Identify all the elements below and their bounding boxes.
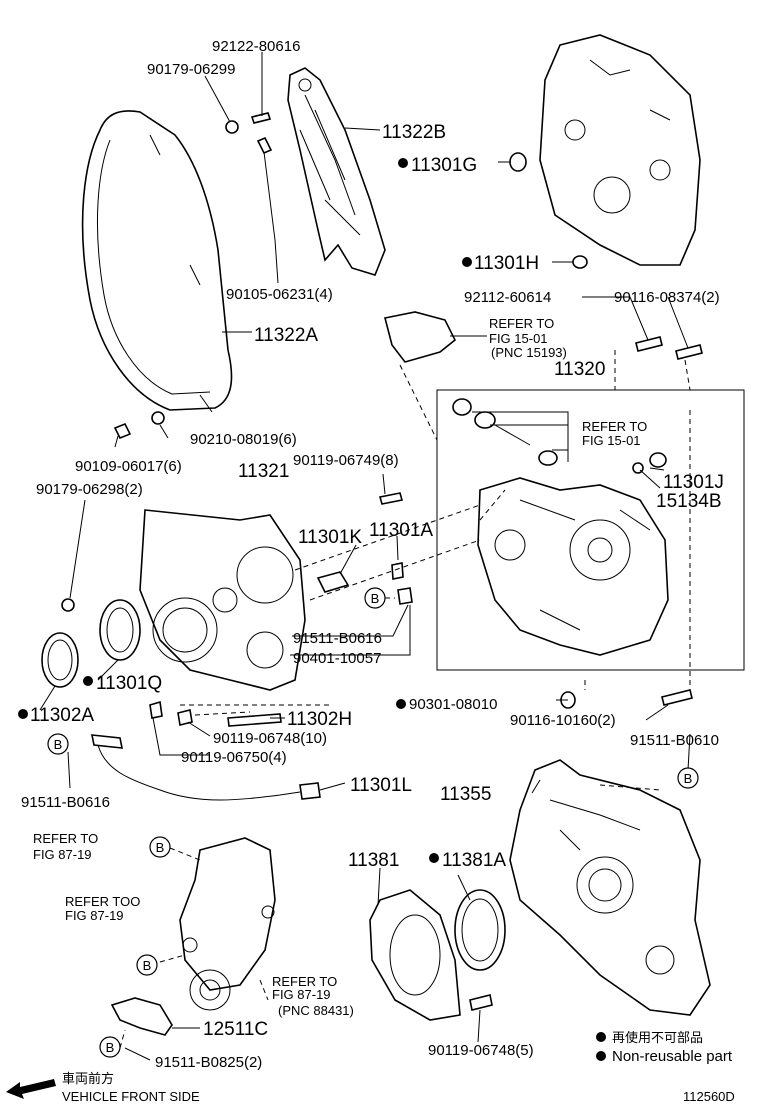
label-90116-08374[interactable]: 90116-08374(2)	[614, 289, 720, 306]
label-91511-b0610[interactable]: 91511-B0610	[630, 732, 719, 749]
refer-15-01-a-line3: (PNC 15193)	[491, 345, 567, 360]
label-11301q[interactable]: 11301Q	[96, 673, 162, 694]
label-91511-b0616-a[interactable]: 91511-B0616	[293, 630, 382, 647]
refer-87-19-c-line3: (PNC 88431)	[278, 1003, 354, 1018]
front-label-japanese: 車両前方	[62, 1071, 114, 1086]
rear-plate-11355-drawing	[509, 759, 711, 1016]
tensioner-bracket-drawing	[179, 837, 276, 1011]
refer-87-19-b-line2[interactable]: FIG 87-19	[65, 908, 124, 923]
fastener-drawings	[61, 112, 703, 1011]
vehicle-front-indicator: 車両前方 VEHICLE FRONT SIDE	[6, 1071, 200, 1104]
label-92112-60614[interactable]: 92112-60614	[464, 289, 551, 306]
front-label-english: VEHICLE FRONT SIDE	[62, 1089, 200, 1104]
o-ring-11301g-drawing	[509, 152, 527, 172]
label-11301j[interactable]: 11301J	[663, 472, 724, 493]
front-arrow-icon	[6, 1079, 56, 1099]
label-11320[interactable]: 11320	[554, 359, 605, 380]
label-11302h[interactable]: 11302H	[287, 709, 352, 730]
refer-87-19-b-line1: REFER TOO	[65, 894, 140, 909]
label-90179-06299[interactable]: 90179-06299	[147, 61, 235, 78]
refer-87-19-a-line2[interactable]: FIG 87-19	[33, 847, 92, 862]
o-ring-11301h-drawing	[572, 255, 588, 269]
refer-15-01-b-line1: REFER TO	[582, 419, 647, 434]
oil-seal-11381a-drawing	[454, 889, 506, 971]
label-11322b[interactable]: 11322B	[382, 122, 446, 143]
label-90119-06750[interactable]: 90119-06750(4)	[181, 749, 287, 766]
label-11301k[interactable]: 11301K	[298, 527, 362, 548]
label-11322a[interactable]: 11322A	[254, 325, 318, 346]
timing-case-11321-drawing	[139, 509, 306, 691]
label-91511-b0616-b[interactable]: 91511-B0616	[21, 794, 110, 811]
label-90119-06748-10[interactable]: 90119-06748(10)	[213, 730, 327, 747]
refer-87-19-c-line2[interactable]: FIG 87-19	[272, 987, 331, 1002]
label-90179-06298[interactable]: 90179-06298(2)	[36, 481, 143, 498]
chain-guide-11322b-drawing	[287, 67, 386, 276]
callout-b-2: B	[54, 737, 63, 752]
label-11301l[interactable]: 11301L	[350, 775, 412, 796]
label-90116-10160[interactable]: 90116-10160(2)	[510, 712, 616, 729]
callout-b-4: B	[156, 840, 165, 855]
oil-seal-11302a-drawing	[41, 632, 79, 688]
seal-retainer-11381-drawing	[369, 889, 461, 1021]
non-reusable-markers	[18, 158, 606, 1061]
label-90119-06749[interactable]: 90119-06749(8)	[293, 452, 399, 469]
bracket-12511c-drawing	[110, 997, 173, 1036]
harness-11301l-drawing	[91, 734, 321, 801]
label-90105-06231[interactable]: 90105-06231(4)	[226, 286, 333, 303]
label-91511-b0825[interactable]: 91511-B0825(2)	[155, 1054, 262, 1071]
timing-cover-11322a-drawing	[81, 110, 233, 413]
oil-pump-11320-drawing	[436, 389, 745, 671]
label-92122-80616[interactable]: 92122-80616	[212, 38, 300, 55]
legend-english: Non-reusable part	[612, 1048, 733, 1065]
relief-part-drawing	[384, 311, 457, 363]
legend-japanese: 再使用不可部品	[612, 1030, 703, 1045]
refer-87-19-c-line1: REFER TO	[272, 974, 337, 989]
engine-block-drawing	[539, 34, 701, 266]
label-11355[interactable]: 11355	[440, 784, 491, 805]
refer-15-01-a-line2[interactable]: FIG 15-01	[489, 331, 548, 346]
label-15134b[interactable]: 15134B	[656, 491, 722, 512]
callout-b-6: B	[106, 1040, 115, 1055]
leader-lines	[39, 52, 691, 1061]
label-11301g[interactable]: 11301G	[411, 155, 477, 176]
refer-87-19-a-line1: REFER TO	[33, 831, 98, 846]
part-labels: 92122-80616 90179-06299 11322B 11301G 90…	[21, 38, 724, 1071]
label-11302a[interactable]: 11302A	[30, 705, 94, 726]
callout-b-circles: B B B B B B	[47, 587, 699, 1058]
callout-b-3: B	[684, 771, 693, 786]
label-11321[interactable]: 11321	[238, 461, 289, 482]
label-11381a[interactable]: 11381A	[442, 850, 506, 871]
sensor-11301k-drawing	[316, 571, 350, 593]
refer-15-01-b-line2[interactable]: FIG 15-01	[582, 433, 641, 448]
label-90401-10057[interactable]: 90401-10057	[293, 650, 381, 667]
refer-15-01-a-line1: REFER TO	[489, 316, 554, 331]
oil-seal-11301q-drawing	[99, 599, 141, 661]
label-90109-06017[interactable]: 90109-06017(6)	[75, 458, 182, 475]
label-11301a[interactable]: 11301A	[369, 520, 433, 541]
label-90301-08010[interactable]: 90301-08010	[409, 696, 497, 713]
callout-b-1: B	[371, 591, 380, 606]
label-11301h[interactable]: 11301H	[474, 253, 539, 274]
callout-b-5: B	[143, 958, 152, 973]
label-12511c[interactable]: 12511C	[203, 1019, 268, 1040]
diagram-id: 112560D	[683, 1089, 735, 1104]
label-90210-08019[interactable]: 90210-08019(6)	[190, 431, 297, 448]
label-11381[interactable]: 11381	[348, 850, 399, 871]
dashed-lines	[119, 350, 691, 1049]
legend: 再使用不可部品 Non-reusable part	[612, 1030, 733, 1065]
label-90119-06748-5[interactable]: 90119-06748(5)	[428, 1042, 534, 1059]
